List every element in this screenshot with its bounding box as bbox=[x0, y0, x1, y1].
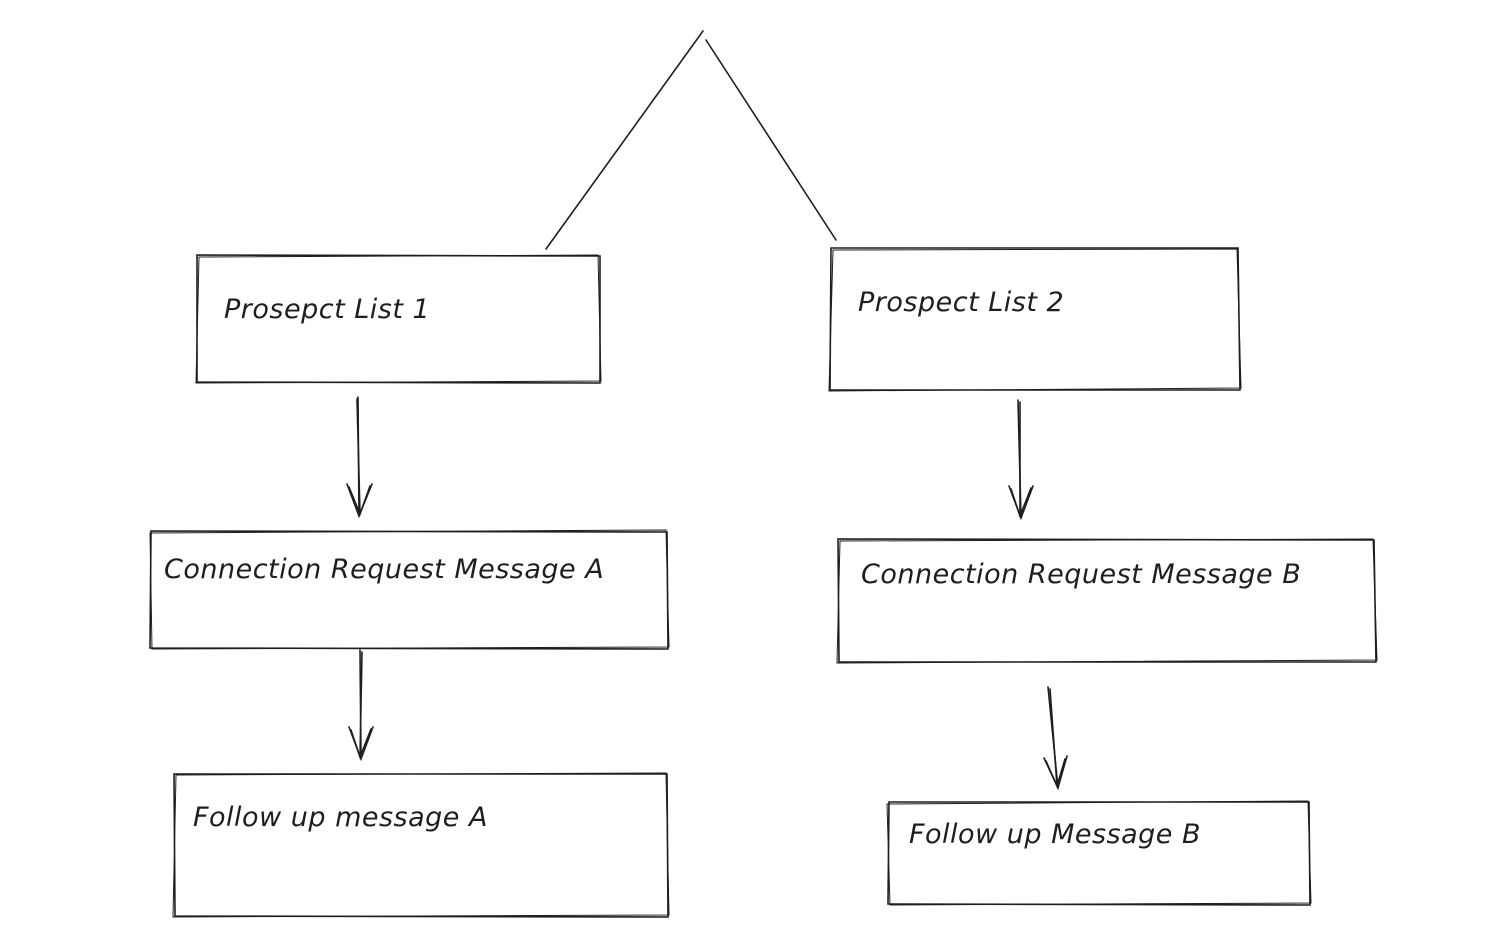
node-connection-request-b[interactable]: Connection Request Message B bbox=[836, 538, 1378, 664]
node-connection-request-a[interactable]: Connection Request Message A bbox=[149, 529, 670, 650]
node-label: Follow up Message B bbox=[909, 819, 1201, 850]
root-branch bbox=[545, 30, 837, 250]
arrow-crb-to-fub bbox=[1043, 686, 1068, 791]
node-follow-up-b[interactable]: Follow up Message B bbox=[886, 800, 1312, 906]
arrow-cra-to-fua bbox=[348, 649, 374, 762]
node-label: Prospect List 2 bbox=[858, 287, 1064, 318]
node-label: Connection Request Message A bbox=[164, 554, 604, 585]
node-prospect-list-2[interactable]: Prospect List 2 bbox=[828, 247, 1242, 392]
branch-line-right bbox=[705, 39, 837, 241]
node-label: Connection Request Message B bbox=[861, 559, 1301, 590]
node-label: Follow up message A bbox=[193, 802, 488, 833]
node-follow-up-a[interactable]: Follow up message A bbox=[172, 772, 670, 918]
arrow-pl1-to-cra bbox=[346, 396, 373, 519]
node-prospect-list-1[interactable]: Prosepct List 1 bbox=[195, 254, 602, 384]
node-label: Prosepct List 1 bbox=[224, 294, 430, 325]
arrow-pl2-to-crb bbox=[1008, 399, 1034, 521]
branch-line-left bbox=[545, 30, 704, 250]
